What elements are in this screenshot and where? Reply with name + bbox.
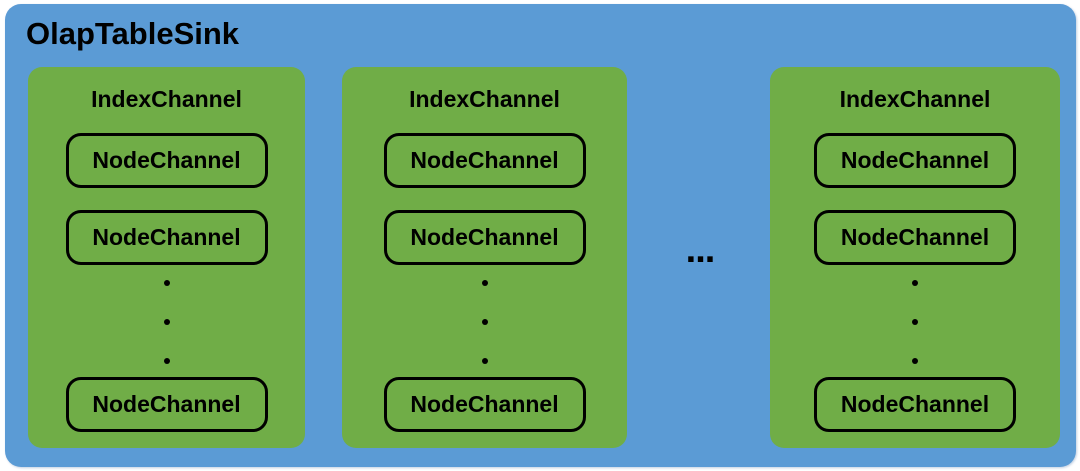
vertical-ellipsis (912, 280, 918, 364)
vertical-ellipsis (481, 280, 488, 364)
vertical-dot (912, 358, 918, 364)
index-channel-group-3: IndexChannel NodeChannel NodeChannel Nod… (770, 67, 1060, 448)
olap-table-sink-container: OlapTableSink IndexChannel NodeChannel N… (5, 4, 1076, 467)
vertical-dot (163, 280, 170, 286)
vertical-dot (163, 358, 170, 364)
node-channel-box: NodeChannel (383, 210, 586, 265)
vertical-dot (481, 319, 488, 325)
node-channel-box: NodeChannel (383, 133, 586, 188)
vertical-dot (912, 319, 918, 325)
index-channel-label: IndexChannel (409, 86, 560, 112)
node-channel-box: NodeChannel (65, 210, 268, 265)
node-channel-box: NodeChannel (814, 377, 1016, 432)
node-channel-box: NodeChannel (814, 210, 1016, 265)
vertical-dot (912, 280, 918, 286)
index-channel-group-2: IndexChannel NodeChannel NodeChannel Nod… (342, 67, 627, 448)
vertical-dot (481, 280, 488, 286)
vertical-ellipsis (163, 280, 170, 364)
index-channel-label: IndexChannel (91, 86, 242, 112)
index-channel-group-1: IndexChannel NodeChannel NodeChannel Nod… (28, 67, 305, 448)
index-channel-label: IndexChannel (839, 86, 991, 112)
diagram-title: OlapTableSink (26, 16, 240, 51)
node-channel-box: NodeChannel (383, 377, 586, 432)
node-channel-box: NodeChannel (65, 133, 268, 188)
node-channel-box: NodeChannel (814, 133, 1016, 188)
horizontal-ellipsis: ... (685, 229, 716, 271)
vertical-dot (481, 358, 488, 364)
vertical-dot (163, 319, 170, 325)
node-channel-box: NodeChannel (65, 377, 268, 432)
